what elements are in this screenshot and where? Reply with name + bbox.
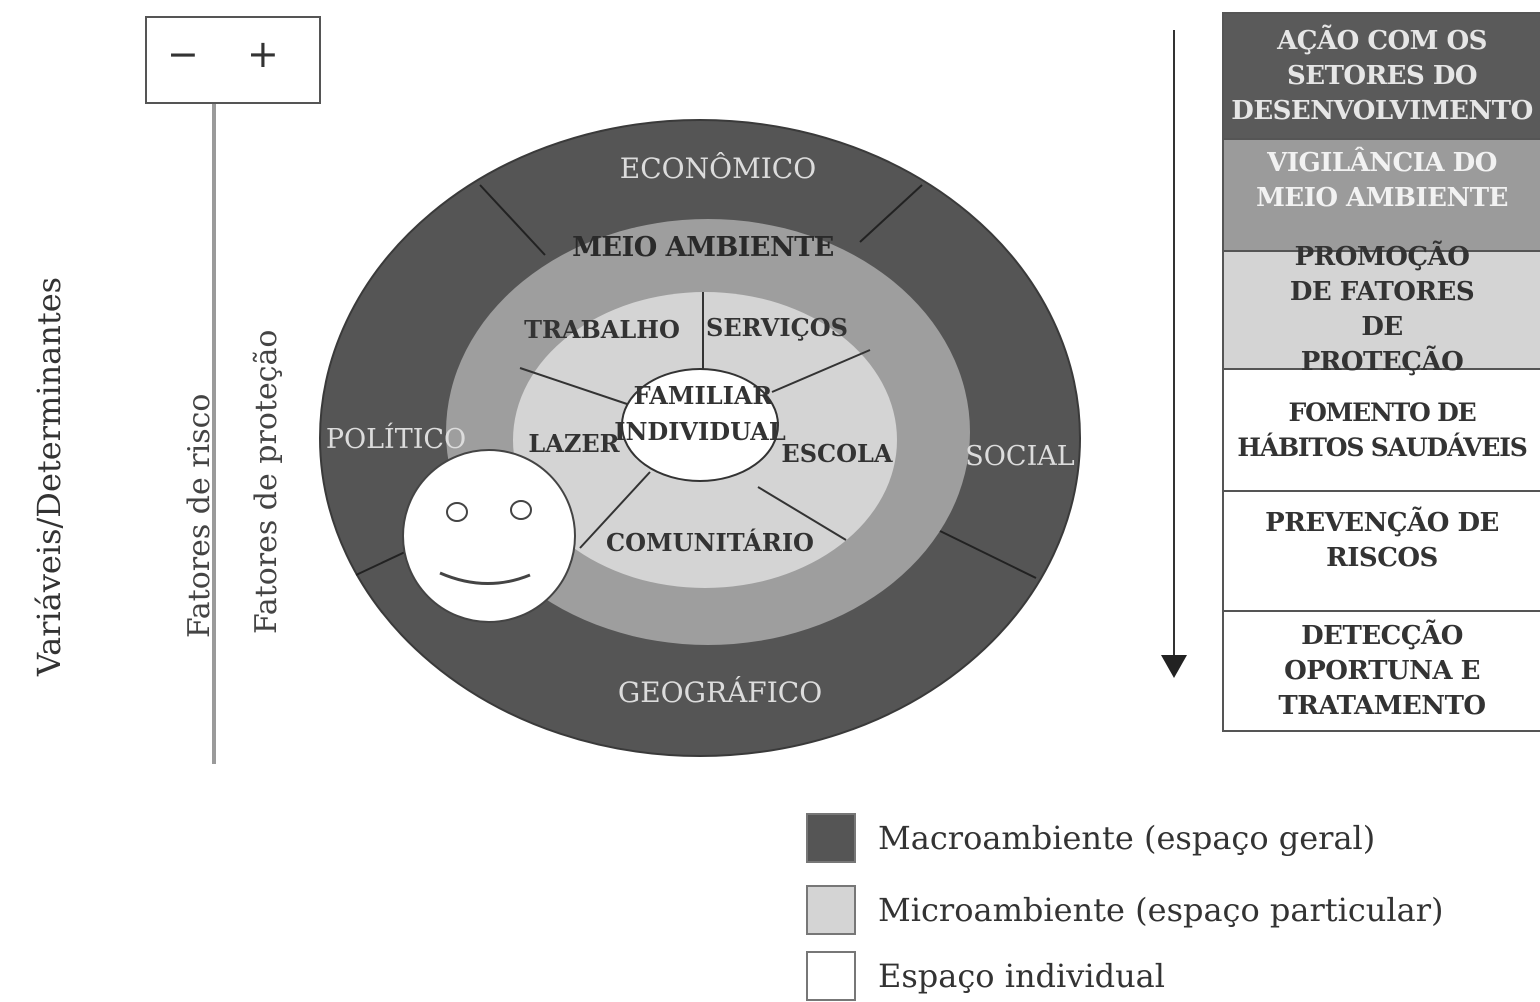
outer-divider — [937, 529, 1037, 579]
action-level: FOMENTO DE HÁBITOS SAUDÁVEIS — [1222, 368, 1540, 490]
micro-label-lazer: LAZER — [528, 429, 620, 458]
inner-divider — [519, 367, 631, 406]
inner-divider — [579, 471, 651, 549]
micro-label-escola: ESCOLA — [781, 439, 893, 468]
individual-core — [621, 368, 779, 482]
environment-label: MEIO AMBIENTE — [572, 232, 834, 263]
action-level: PROMOÇÃO DE FATORES DE PROTEÇÃO — [1222, 242, 1540, 377]
scale-axis-line — [212, 104, 216, 764]
center-label-familiar: FAMILIAR — [634, 381, 774, 410]
outer-divider — [859, 184, 923, 243]
sector-label-economico: ECONÔMICO — [620, 151, 816, 185]
action-levels-stack: AÇÃO COM OS SETORES DO DESENVOLVIMENTO V… — [1222, 12, 1540, 732]
legend-item-micro: Microambiente (espaço particular) — [806, 884, 1443, 936]
legend-swatch — [806, 813, 856, 863]
action-level: DETECÇÃO OPORTUNA E TRATAMENTO — [1222, 610, 1540, 732]
action-level: VIGILÂNCIA DO MEIO AMBIENTE — [1222, 138, 1540, 250]
inner-divider — [771, 349, 871, 393]
center-label-individual: INDIVIDUAL — [614, 417, 786, 446]
minus-icon: − — [167, 32, 199, 76]
risk-protection-scale-box: − + — [145, 16, 321, 104]
legend-item-macro: Macroambiente (espaço geral) — [806, 812, 1375, 864]
micro-label-trabalho: TRABALHO — [524, 315, 680, 344]
sector-label-politico: POLÍTICO — [326, 422, 466, 455]
down-arrow-icon — [1161, 30, 1187, 678]
outer-divider — [479, 184, 546, 256]
action-level: PREVENÇÃO DE RISCOS — [1222, 490, 1540, 610]
plus-icon: + — [247, 32, 279, 76]
action-level: AÇÃO COM OS SETORES DO DESENVOLVIMENTO — [1222, 12, 1540, 138]
legend-item-individual: Espaço individual — [806, 950, 1165, 1002]
smiley-face-icon — [402, 449, 576, 623]
inner-divider — [757, 486, 847, 541]
sector-label-geografico: GEOGRÁFICO — [618, 676, 822, 709]
micro-label-comunitario: COMUNITÁRIO — [606, 528, 814, 557]
legend-swatch — [806, 951, 856, 1001]
micro-label-servicos: SERVIÇOS — [706, 313, 848, 342]
sector-label-social: SOCIAL — [965, 441, 1074, 472]
legend-swatch — [806, 885, 856, 935]
